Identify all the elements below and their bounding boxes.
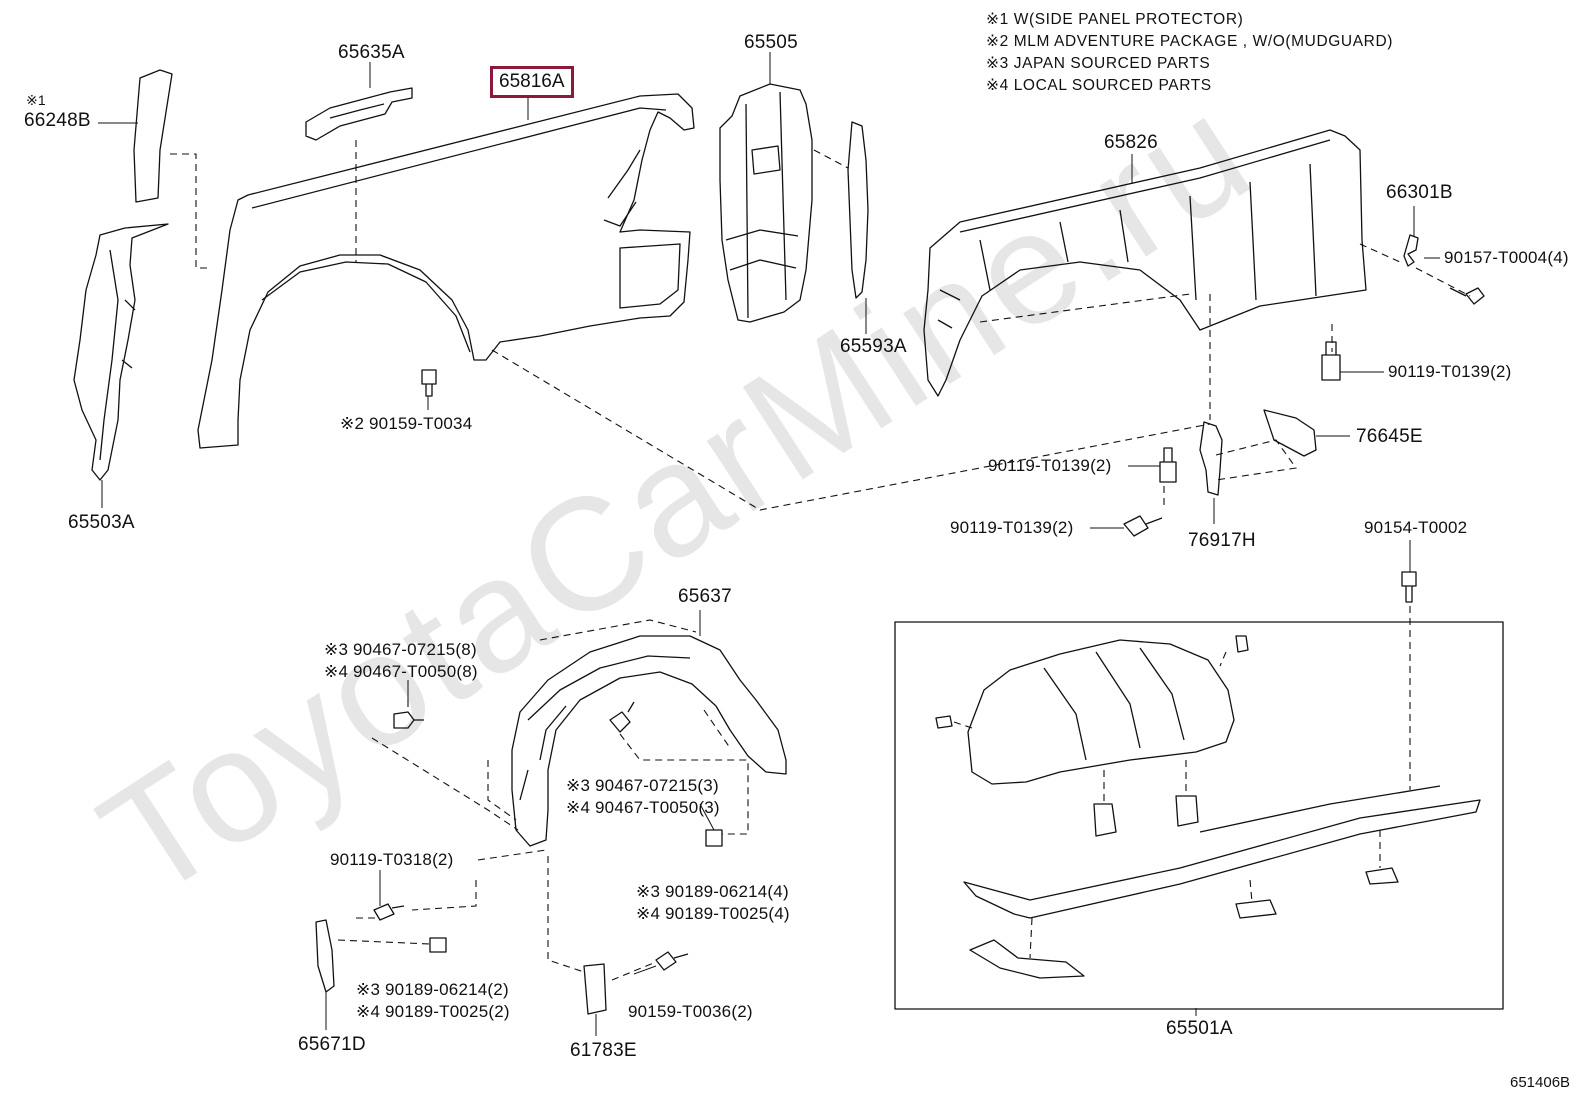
- clip-90467-8-shape: [393, 711, 424, 729]
- label-90189-2-a[interactable]: ※3 90189-06214(2): [356, 980, 509, 999]
- bolt-90119-b-shape: [1159, 447, 1177, 483]
- note-2: ※2 MLM ADVENTURE PACKAGE , W/O(MUDGUARD): [986, 33, 1394, 50]
- label-65671d[interactable]: 65671D: [298, 1034, 366, 1055]
- label-66248b-note: ※1: [26, 92, 46, 108]
- bolt-90154-shape: [1401, 571, 1417, 603]
- brackets-in-box-shape: [935, 635, 1399, 919]
- rail-shape: [963, 785, 1481, 919]
- note-1: ※1 W(SIDE PANEL PROTECTOR): [986, 11, 1244, 28]
- label-61783e[interactable]: 61783E: [570, 1040, 637, 1061]
- note-4: ※4 LOCAL SOURCED PARTS: [986, 77, 1212, 94]
- label-65505[interactable]: 65505: [744, 32, 798, 53]
- label-65635a[interactable]: 65635A: [338, 42, 405, 63]
- part-76917h-shape: [1199, 421, 1223, 496]
- label-90467-8-a[interactable]: ※3 90467-07215(8): [324, 640, 477, 659]
- panel-bottom-shape: [969, 939, 1085, 979]
- label-65501a[interactable]: 65501A: [1166, 1018, 1233, 1039]
- part-66301b-shape: [1403, 234, 1419, 267]
- label-65826[interactable]: 65826: [1104, 132, 1158, 153]
- bolt-90119-c-shape: [1123, 515, 1163, 537]
- label-90467-8-b[interactable]: ※4 90467-T0050(8): [324, 662, 478, 681]
- label-65503a[interactable]: 65503A: [68, 512, 135, 533]
- label-90159-t0036[interactable]: 90159-T0036(2): [628, 1002, 753, 1021]
- label-90119-c[interactable]: 90119-T0139(2): [950, 518, 1074, 537]
- part-65826-shape: [923, 129, 1367, 397]
- label-90189-4-b[interactable]: ※4 90189-T0025(4): [636, 904, 790, 923]
- label-90159-t0034[interactable]: ※2 90159-T0034: [340, 414, 473, 433]
- label-90467-3-a[interactable]: ※3 90467-07215(3): [566, 776, 719, 795]
- bolt-90119-t0318-shape: [373, 903, 405, 921]
- part-65671d-shape: [315, 919, 335, 993]
- label-90119-t0318[interactable]: 90119-T0318(2): [330, 850, 454, 869]
- part-65637-shape: [511, 635, 787, 847]
- label-90119-b[interactable]: 90119-T0139(2): [988, 456, 1112, 475]
- part-65505-shape: [719, 83, 813, 323]
- label-90119-a[interactable]: 90119-T0139(2): [1388, 362, 1512, 381]
- diagram-id: 651406B: [1510, 1074, 1571, 1091]
- label-66248b[interactable]: 66248B: [24, 110, 91, 131]
- label-90157[interactable]: 90157-T0004(4): [1444, 248, 1569, 267]
- label-90189-4-a[interactable]: ※3 90189-06214(4): [636, 882, 789, 901]
- part-76645e-shape: [1263, 409, 1317, 457]
- part-65503a-shape: [73, 223, 169, 481]
- label-90154[interactable]: 90154-T0002: [1364, 518, 1468, 537]
- label-90467-3-b[interactable]: ※4 90467-T0050(3): [566, 798, 720, 817]
- box-65501a: [894, 621, 1504, 1010]
- bolt-90157-shape: [1449, 287, 1485, 305]
- label-65816a-highlighted[interactable]: 65816A: [490, 66, 574, 98]
- label-76917h[interactable]: 76917H: [1188, 530, 1256, 551]
- bolt-90119-a-shape: [1321, 341, 1341, 381]
- nut-90189-4-shape: [705, 829, 723, 847]
- label-66301b[interactable]: 66301B: [1386, 182, 1453, 203]
- part-65635a-shape: [305, 87, 413, 141]
- note-3: ※3 JAPAN SOURCED PARTS: [986, 55, 1211, 72]
- part-66248b-shape: [133, 69, 173, 203]
- bolt-90159-t0036-shape: [655, 951, 689, 971]
- clip-90159-t0034-shape: [421, 369, 437, 397]
- label-90189-2-b[interactable]: ※4 90189-T0025(2): [356, 1002, 510, 1021]
- wheelhouse-shape: [967, 639, 1235, 785]
- part-61783e-shape: [583, 963, 607, 1015]
- part-65593a-shape: [847, 121, 869, 299]
- label-65637[interactable]: 65637: [678, 586, 732, 607]
- part-65816a-shape: [197, 93, 695, 449]
- nut-90189-2-shape: [429, 937, 447, 953]
- clip-90467-3-shape: [609, 701, 635, 733]
- label-76645e[interactable]: 76645E: [1356, 426, 1423, 447]
- label-65593a[interactable]: 65593A: [840, 336, 907, 357]
